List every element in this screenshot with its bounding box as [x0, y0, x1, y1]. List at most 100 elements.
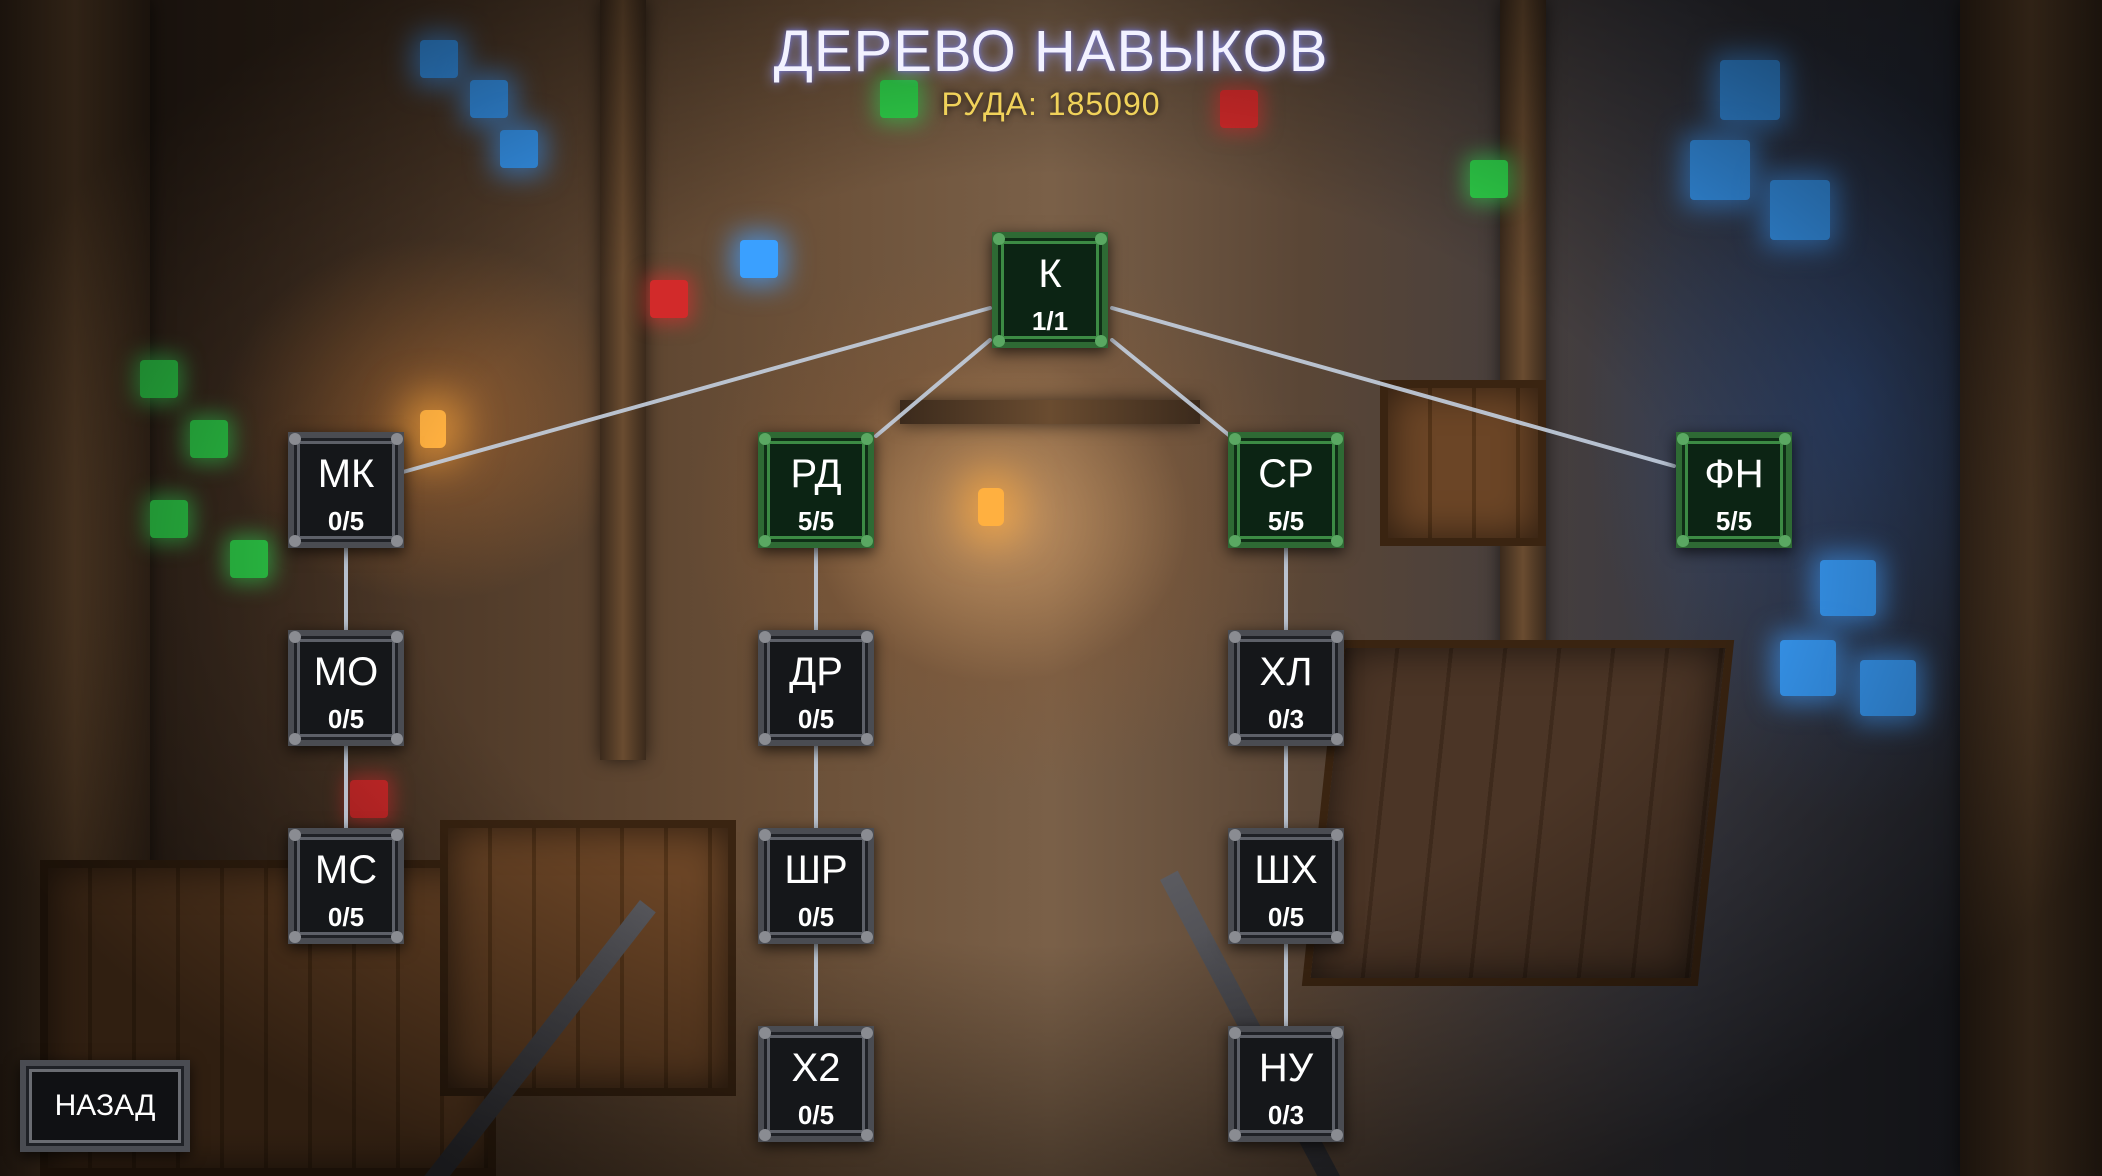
back-button[interactable]: НАЗАД	[20, 1060, 190, 1152]
skill-level: 0/3	[1267, 1100, 1305, 1130]
skill-level: 0/5	[327, 506, 365, 536]
skill-code: ХЛ	[1259, 650, 1313, 694]
corner-rivet-icon	[1229, 433, 1241, 445]
corner-rivet-icon	[1095, 233, 1107, 245]
skill-node-k[interactable]: К 1/1	[992, 232, 1108, 348]
corner-rivet-icon	[993, 335, 1005, 347]
corner-rivet-icon	[1331, 931, 1343, 943]
skill-level: 0/3	[1267, 704, 1305, 734]
skill-node-dr[interactable]: ДР 0/5	[758, 630, 874, 746]
corner-rivet-icon	[1677, 535, 1689, 547]
corner-rivet-icon	[861, 733, 873, 745]
corner-rivet-icon	[861, 1129, 873, 1141]
skill-code: ШХ	[1254, 848, 1318, 892]
skill-code: МО	[313, 650, 379, 694]
corner-rivet-icon	[391, 535, 403, 547]
skill-node-nu[interactable]: НУ 0/3	[1228, 1026, 1344, 1142]
corner-rivet-icon	[759, 931, 771, 943]
skill-code: МК	[317, 452, 375, 496]
corner-rivet-icon	[1779, 535, 1791, 547]
corner-rivet-icon	[289, 631, 301, 643]
corner-rivet-icon	[1229, 931, 1241, 943]
corner-rivet-icon	[861, 1027, 873, 1039]
corner-rivet-icon	[289, 931, 301, 943]
corner-rivet-icon	[759, 631, 771, 643]
corner-rivet-icon	[1229, 733, 1241, 745]
skill-level: 5/5	[1715, 506, 1753, 536]
link-k-mk	[401, 306, 992, 474]
skill-code: ФН	[1704, 452, 1764, 496]
corner-rivet-icon	[289, 433, 301, 445]
corner-rivet-icon	[1331, 631, 1343, 643]
skill-node-sr[interactable]: СР 5/5	[1228, 432, 1344, 548]
skill-node-shr[interactable]: ШР 0/5	[758, 828, 874, 944]
skill-level: 0/5	[1267, 902, 1305, 932]
skill-node-ms[interactable]: МС 0/5	[288, 828, 404, 944]
corner-rivet-icon	[1229, 829, 1241, 841]
corner-rivet-icon	[391, 931, 403, 943]
corner-rivet-icon	[1331, 1027, 1343, 1039]
corner-rivet-icon	[759, 1129, 771, 1141]
skill-code: ШР	[784, 848, 848, 892]
corner-rivet-icon	[1229, 1027, 1241, 1039]
corner-rivet-icon	[759, 535, 771, 547]
skill-code: Х2	[791, 1046, 841, 1090]
corner-rivet-icon	[861, 631, 873, 643]
ore-counter: РУДА: 185090	[941, 86, 1161, 122]
skill-code: НУ	[1258, 1046, 1314, 1090]
skill-level: 5/5	[797, 506, 835, 536]
corner-rivet-icon	[759, 433, 771, 445]
corner-rivet-icon	[1331, 733, 1343, 745]
corner-rivet-icon	[759, 1027, 771, 1039]
corner-rivet-icon	[1229, 631, 1241, 643]
corner-rivet-icon	[1229, 535, 1241, 547]
skill-level: 0/5	[797, 902, 835, 932]
corner-rivet-icon	[289, 535, 301, 547]
skill-node-hl[interactable]: ХЛ 0/3	[1228, 630, 1344, 746]
skill-node-mo[interactable]: МО 0/5	[288, 630, 404, 746]
skill-code: К	[1038, 252, 1062, 296]
corner-rivet-icon	[759, 733, 771, 745]
skill-code: МС	[314, 848, 378, 892]
corner-rivet-icon	[391, 631, 403, 643]
skill-level: 5/5	[1267, 506, 1305, 536]
skill-node-rd[interactable]: РД 5/5	[758, 432, 874, 548]
corner-rivet-icon	[391, 733, 403, 745]
skill-code: РД	[790, 452, 842, 496]
link-k-sr	[1110, 338, 1232, 438]
corner-rivet-icon	[759, 829, 771, 841]
skill-level: 0/5	[327, 902, 365, 932]
corner-rivet-icon	[1331, 829, 1343, 841]
corner-rivet-icon	[861, 931, 873, 943]
skill-node-mk[interactable]: МК 0/5	[288, 432, 404, 548]
corner-rivet-icon	[1331, 535, 1343, 547]
corner-rivet-icon	[289, 733, 301, 745]
corner-rivet-icon	[391, 433, 403, 445]
skill-level: 1/1	[1031, 306, 1069, 336]
corner-rivet-icon	[861, 535, 873, 547]
corner-rivet-icon	[861, 829, 873, 841]
link-k-fn	[1110, 306, 1676, 468]
skill-code: СР	[1258, 452, 1314, 496]
skill-level: 0/5	[797, 1100, 835, 1130]
corner-rivet-icon	[1095, 335, 1107, 347]
corner-rivet-icon	[1229, 1129, 1241, 1141]
page-title: ДЕРЕВО НАВЫКОВ	[773, 19, 1329, 84]
skill-code: ДР	[789, 650, 843, 694]
corner-rivet-icon	[861, 433, 873, 445]
skill-level: 0/5	[327, 704, 365, 734]
corner-rivet-icon	[289, 829, 301, 841]
corner-rivet-icon	[1779, 433, 1791, 445]
corner-rivet-icon	[391, 829, 403, 841]
skill-node-fn[interactable]: ФН 5/5	[1676, 432, 1792, 548]
skill-level: 0/5	[797, 704, 835, 734]
skill-node-shh[interactable]: ШХ 0/5	[1228, 828, 1344, 944]
corner-rivet-icon	[993, 233, 1005, 245]
skill-node-x2[interactable]: Х2 0/5	[758, 1026, 874, 1142]
corner-rivet-icon	[1331, 433, 1343, 445]
corner-rivet-icon	[1677, 433, 1689, 445]
link-k-rd	[874, 338, 992, 438]
corner-rivet-icon	[1331, 1129, 1343, 1141]
